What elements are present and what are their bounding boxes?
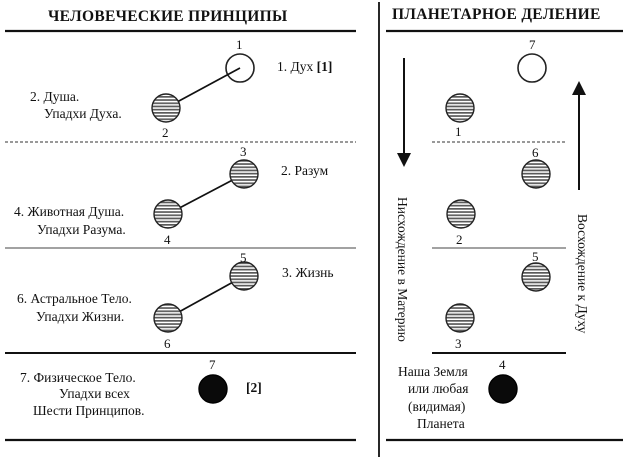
planet-6-circle <box>521 159 551 189</box>
planet-5-number: 5 <box>532 249 539 264</box>
planet-3-number: 3 <box>455 336 462 351</box>
principle-7-label-line2: Упадхи всех <box>59 386 130 401</box>
planet-4-circle <box>488 374 518 404</box>
descent-label: Нисхождение в Материю <box>395 197 410 342</box>
planet-6-number: 6 <box>532 145 539 160</box>
right-panel: ПЛАНЕТАРНОЕ ДЕЛЕНИЕ Нисхождение в Матери… <box>386 6 623 442</box>
planet-7-number: 7 <box>529 37 536 52</box>
principle-7-ref: [2] <box>246 380 262 395</box>
principle-2-label-line2: Упадхи Духа. <box>44 106 122 121</box>
principle-7-number: 7 <box>209 357 216 372</box>
planet-3-circle <box>445 303 475 333</box>
planet-1-number: 1 <box>455 124 462 139</box>
principle-6-label-line1: 6. Астральное Тело. <box>17 291 132 306</box>
principle-4-number: 4 <box>164 232 171 247</box>
ascent-label: Восхождение к Духу <box>575 214 590 334</box>
earth-label-line2: или любая <box>408 381 468 396</box>
principle-4-label-line1: 4. Животная Душа. <box>14 204 124 219</box>
planet-7-circle <box>517 53 547 83</box>
left-panel-title: ЧЕЛОВЕЧЕСКИЕ ПРИНЦИПЫ <box>48 8 288 25</box>
principle-2-number: 2 <box>162 125 169 140</box>
planet-4-number: 4 <box>499 357 506 372</box>
principle-7-label-line3: Шести Принципов. <box>33 403 145 418</box>
principle-3-label: 2. Разум <box>281 163 329 178</box>
principle-5-number: 5 <box>240 250 247 265</box>
principle-5-label: 3. Жизнь <box>282 265 334 280</box>
principle-6-circle <box>153 303 183 333</box>
planet-1-circle <box>445 93 475 123</box>
principle-3-circle <box>229 159 259 189</box>
left-panel: ЧЕЛОВЕЧЕСКИЕ ПРИНЦИПЫ 1 1. Дух [1] 2 2. … <box>5 8 356 442</box>
earth-label-line4: Планета <box>417 416 465 431</box>
earth-label-line1: Наша Земля <box>398 364 468 379</box>
principle-5-circle <box>229 261 259 291</box>
right-panel-title: ПЛАНЕТАРНОЕ ДЕЛЕНИЕ <box>392 6 601 23</box>
principle-7-label-line1: 7. Физическое Тело. <box>20 370 136 385</box>
principle-6-number: 6 <box>164 336 171 351</box>
principle-4-label-line2: Упадхи Разума. <box>37 222 126 237</box>
earth-label-line3: (видимая) <box>408 399 465 414</box>
principle-7-circle <box>198 374 228 404</box>
planet-2-circle <box>446 199 476 229</box>
planet-2-number: 2 <box>456 232 463 247</box>
planet-5-circle <box>521 262 551 292</box>
principle-2-label-line1: 2. Душа. <box>30 89 79 104</box>
principle-4-circle <box>153 199 183 229</box>
principle-3-number: 3 <box>240 144 247 159</box>
principle-2-circle <box>151 93 181 123</box>
principle-1-number: 1 <box>236 37 243 52</box>
principle-1-label: 1. Дух [1] <box>277 59 332 74</box>
principle-6-label-line2: Упадхи Жизни. <box>36 309 124 324</box>
